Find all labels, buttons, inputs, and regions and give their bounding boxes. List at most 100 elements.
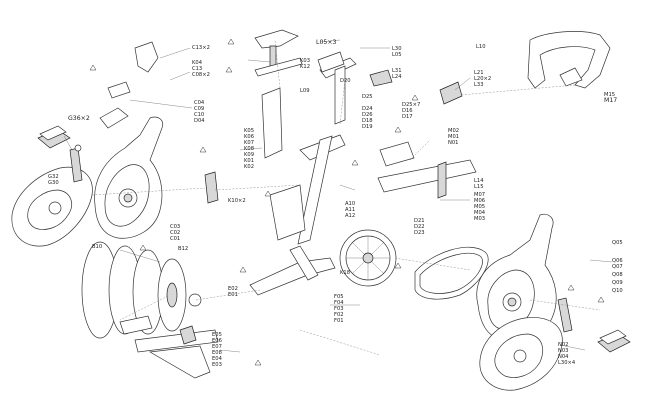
part-label: L31 <box>392 68 402 74</box>
crank-axle <box>204 171 219 204</box>
part-label: B10 <box>92 244 102 250</box>
part-label: L10 <box>476 44 486 50</box>
part-label: F04 <box>334 300 344 306</box>
part-label: C10 <box>194 112 204 118</box>
right-pedal <box>597 329 631 353</box>
part-label: Q06 <box>612 258 623 264</box>
warning-triangle-icon <box>254 359 262 366</box>
part-label: M01 <box>448 134 459 140</box>
part-label: D23 <box>414 230 425 236</box>
part-label: C03 <box>170 224 180 230</box>
part-label: D21 <box>414 218 425 224</box>
warning-triangle-icon <box>411 94 419 101</box>
pad-part <box>107 81 131 99</box>
warning-triangle-icon <box>394 126 402 133</box>
part-label: Q10 <box>612 288 623 294</box>
part-label: K02 <box>244 164 254 170</box>
part-label: D22 <box>414 224 425 230</box>
warning-triangle-icon <box>139 244 147 251</box>
part-label: G32 <box>48 174 59 180</box>
right-outer-crank-cover <box>479 317 563 391</box>
seat-post <box>254 57 303 159</box>
part-label: A11 <box>345 207 355 213</box>
part-label: Q09 <box>612 280 623 286</box>
part-label: Q05 <box>612 240 623 246</box>
part-label: K05 <box>244 128 254 134</box>
part-label: E01 <box>228 292 238 298</box>
warning-triangle-icon <box>264 190 272 197</box>
part-label: K01 <box>244 158 254 164</box>
part-label: M17 <box>604 97 617 104</box>
part-label: F01 <box>334 318 344 324</box>
part-label: L33 <box>474 82 484 88</box>
part-label: L05×3 <box>316 39 337 46</box>
part-label: L30 <box>392 46 402 52</box>
part-label: L15 <box>474 184 484 190</box>
part-label: G30 <box>48 180 59 186</box>
part-label: D26 <box>362 112 373 118</box>
handlebar <box>527 31 611 89</box>
part-label: D25 <box>362 94 373 100</box>
part-label: E02 <box>228 286 238 292</box>
leader-lines <box>119 39 613 353</box>
part-label: D18 <box>362 118 373 124</box>
part-label: G36×2 <box>68 115 90 122</box>
bracket-part <box>134 41 159 73</box>
warning-triangle-icon <box>597 296 605 303</box>
part-label: E03 <box>212 362 222 368</box>
left-pedal <box>37 125 73 151</box>
part-label: A12 <box>345 213 355 219</box>
part-label: D04 <box>194 118 205 124</box>
part-label: M06 <box>474 198 485 204</box>
part-label: C13 <box>192 66 202 72</box>
part-label: K04 <box>192 60 203 66</box>
part-label: M05 <box>474 204 485 210</box>
warning-triangle-icon <box>89 64 97 71</box>
handlebar-post <box>319 57 463 125</box>
part-label: L05 <box>392 52 402 58</box>
part-labels: C13×2 K04 C13 C08×2 L05×3 D20 L30 L05 L3… <box>48 39 623 368</box>
part-label: M15 <box>604 92 615 98</box>
part-label: D24 <box>362 106 373 112</box>
part-label: K07 <box>244 140 254 146</box>
part-label: L21 <box>474 70 484 76</box>
part-label: N01 <box>448 140 458 146</box>
left-chain-guard <box>94 116 164 239</box>
part-label: K18 <box>340 270 350 276</box>
part-label: E08 <box>212 350 222 356</box>
part-label: E06 <box>212 338 222 344</box>
part-label: C04 <box>194 100 205 106</box>
part-label: M04 <box>474 210 486 216</box>
part-label: M03 <box>474 216 485 222</box>
left-outer-crank-cover <box>11 166 93 247</box>
part-label: F03 <box>334 306 344 312</box>
part-label: L09 <box>300 88 310 94</box>
seat <box>254 29 299 71</box>
part-label: B12 <box>178 246 188 252</box>
part-label: C02 <box>170 230 180 236</box>
part-label: F05 <box>334 294 344 300</box>
right-crank-arm <box>557 297 573 333</box>
warning-triangle-icon <box>351 159 359 166</box>
part-label: C13×2 <box>192 45 210 51</box>
part-label: D20 <box>340 78 351 84</box>
part-label: Q07 <box>612 264 623 270</box>
part-label: N03 <box>558 348 568 354</box>
part-label: C01 <box>170 236 180 242</box>
warning-triangle-icon <box>225 66 233 73</box>
part-label: N04 <box>558 354 569 360</box>
drive-belt <box>414 246 489 300</box>
warning-triangle-icon <box>199 146 207 153</box>
part-label: K06 <box>244 134 254 140</box>
warning-triangle-icons <box>89 38 605 366</box>
part-label: D16 <box>402 108 413 114</box>
part-label: F02 <box>334 312 344 318</box>
flywheel <box>339 229 397 287</box>
main-frame <box>249 134 346 296</box>
warning-triangle-icon <box>567 284 575 291</box>
assembly-lines <box>91 39 601 356</box>
knob-part <box>317 51 345 73</box>
part-label: M07 <box>474 192 485 198</box>
part-label: L14 <box>474 178 484 184</box>
